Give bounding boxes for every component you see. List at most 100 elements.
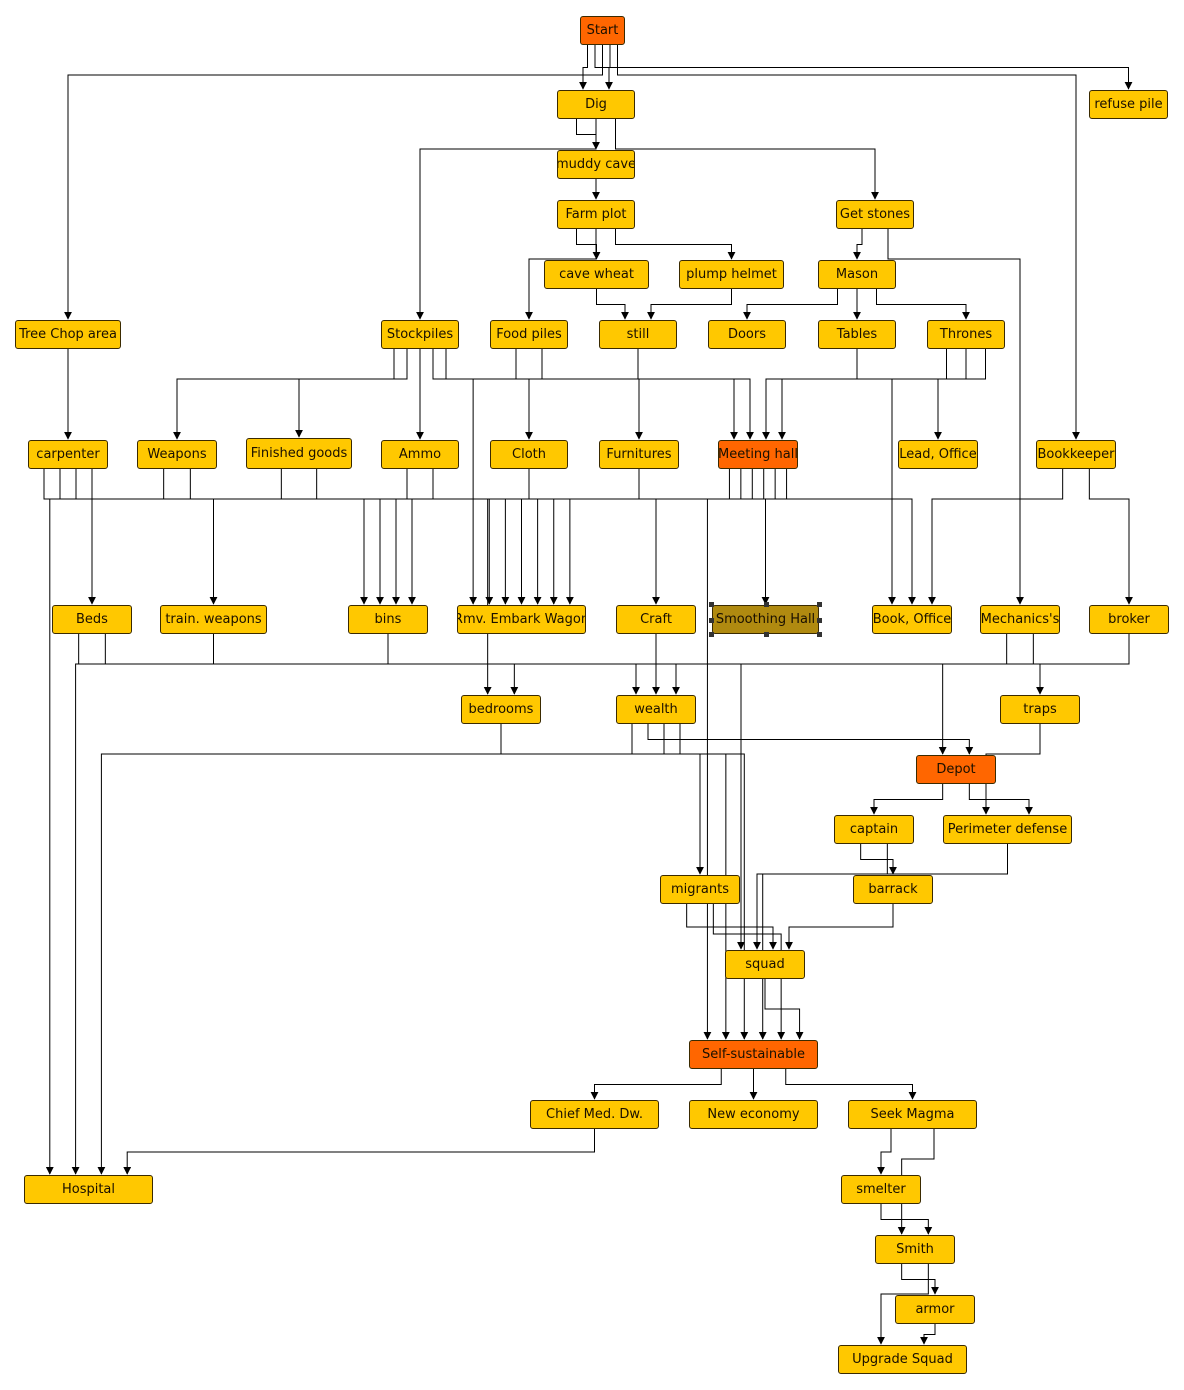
edge-migrants-to-selfsus[interactable] xyxy=(712,904,786,1040)
node-mason[interactable]: Mason xyxy=(818,260,896,289)
node-selfsus[interactable]: Self-sustainable xyxy=(689,1040,818,1069)
node-treechop[interactable]: Tree Chop area xyxy=(15,320,121,349)
edge-wealth-to-depot[interactable] xyxy=(647,724,974,755)
node-getstones[interactable]: Get stones xyxy=(836,200,914,229)
node-bins[interactable]: bins xyxy=(348,605,428,634)
edge-beds-to-hospital[interactable] xyxy=(71,634,106,1175)
edge-weapons-to-rmv[interactable] xyxy=(189,469,494,605)
edge-smith-to-upgradesquad[interactable] xyxy=(877,1264,929,1345)
selection-handle[interactable] xyxy=(817,617,822,623)
edge-meeting-to-craft[interactable] xyxy=(652,469,742,605)
node-depot[interactable]: Depot xyxy=(916,755,996,784)
node-seekmagma[interactable]: Seek Magma xyxy=(848,1100,977,1129)
edge-cavewheat-to-still[interactable] xyxy=(596,289,629,320)
edge-start-to-bookkeeper[interactable] xyxy=(617,45,1080,440)
node-ammo[interactable]: Ammo xyxy=(381,440,459,469)
node-bookkeeper[interactable]: Bookkeeper xyxy=(1036,440,1116,469)
edge-depot-to-captain[interactable] xyxy=(870,784,944,815)
edge-seekmagma-to-smelter[interactable] xyxy=(877,1129,892,1175)
node-thrones[interactable]: Thrones xyxy=(927,320,1005,349)
edge-traps-to-perimeter[interactable] xyxy=(982,724,1041,815)
node-squad[interactable]: squad xyxy=(725,950,805,979)
node-barrack[interactable]: barrack xyxy=(853,875,933,904)
edge-wealth-to-hospital[interactable] xyxy=(97,724,633,1175)
node-captain[interactable]: captain xyxy=(834,815,914,844)
selection-handle[interactable] xyxy=(817,602,822,607)
edge-meeting-to-rmv[interactable] xyxy=(565,469,776,605)
edge-stockpiles-to-cloth[interactable] xyxy=(432,349,533,440)
edge-barrack-to-squad[interactable] xyxy=(785,904,894,950)
edge-thrones-to-bookoffice[interactable] xyxy=(888,349,986,605)
edge-farm-to-plump[interactable] xyxy=(615,229,736,260)
edge-captain-to-barrack[interactable] xyxy=(860,844,897,875)
node-cloth[interactable]: Cloth xyxy=(490,440,568,469)
node-trainweapons[interactable]: train. weapons xyxy=(160,605,267,634)
edge-getstones-to-mechanics[interactable] xyxy=(887,229,1024,605)
edge-stockpiles-to-weapons[interactable] xyxy=(173,349,395,440)
node-start[interactable]: Start xyxy=(580,16,625,45)
edge-carpenter-to-bins[interactable] xyxy=(75,469,368,605)
node-leadoffice[interactable]: Lead, Office xyxy=(898,440,978,469)
selection-handle[interactable] xyxy=(709,632,714,637)
selection-handle[interactable] xyxy=(709,602,714,607)
node-traps[interactable]: traps xyxy=(1000,695,1080,724)
node-muddy[interactable]: muddy cave xyxy=(557,150,635,179)
edge-cloth-to-rmv[interactable] xyxy=(528,469,542,605)
node-mechanics[interactable]: Mechanics's xyxy=(980,605,1060,634)
edge-ammo-to-bins[interactable] xyxy=(406,469,416,605)
edge-depot-to-perimeter[interactable] xyxy=(968,784,1033,815)
node-armor[interactable]: armor xyxy=(895,1295,975,1324)
edge-selfsus-to-chiefmed[interactable] xyxy=(590,1069,722,1100)
node-still[interactable]: still xyxy=(599,320,677,349)
selection-handle[interactable] xyxy=(817,632,822,637)
edge-armor-to-upgradesquad[interactable] xyxy=(920,1324,936,1345)
edge-broker-to-depot[interactable] xyxy=(938,634,1130,755)
node-finished[interactable]: Finished goods xyxy=(246,438,352,469)
edge-furnitures-to-rmv[interactable] xyxy=(549,469,640,605)
edge-foodpiles-to-rmv[interactable] xyxy=(469,349,543,605)
node-neweconomy[interactable]: New economy xyxy=(689,1100,818,1129)
edge-start-to-refuse[interactable] xyxy=(609,45,1133,90)
edge-meeting-to-selfsus[interactable] xyxy=(703,469,788,1040)
edge-carpenter-to-hospital[interactable] xyxy=(45,469,93,1175)
edge-ammo-to-rmv[interactable] xyxy=(432,469,526,605)
edge-wealth-to-selfsus[interactable] xyxy=(679,724,749,1040)
selection-handle[interactable] xyxy=(763,602,769,607)
node-plump[interactable]: plump helmet xyxy=(679,260,784,289)
node-broker[interactable]: broker xyxy=(1089,605,1169,634)
node-smoothing[interactable]: Smoothing Hall xyxy=(712,605,819,634)
edge-still-to-meeting[interactable] xyxy=(637,349,754,440)
node-doors[interactable]: Doors xyxy=(708,320,786,349)
edge-bookkeeper-to-broker[interactable] xyxy=(1088,469,1133,605)
edge-squad-to-selfsus[interactable] xyxy=(764,979,804,1040)
node-tables[interactable]: Tables xyxy=(818,320,896,349)
node-cavewheat[interactable]: cave wheat xyxy=(544,260,649,289)
edge-migrants-to-squad[interactable] xyxy=(686,904,777,950)
edge-wealth-to-migrants[interactable] xyxy=(663,724,704,875)
edge-start-to-treechop[interactable] xyxy=(64,45,603,320)
selection-handle[interactable] xyxy=(709,617,714,623)
selection-handle[interactable] xyxy=(763,632,769,637)
edge-dig-to-getstones[interactable] xyxy=(615,119,879,200)
edge-farm-to-cavewheat[interactable] xyxy=(576,229,601,260)
edge-farm-to-foodpiles[interactable] xyxy=(525,229,597,320)
node-smelter[interactable]: smelter xyxy=(841,1175,921,1204)
node-smith[interactable]: Smith xyxy=(875,1235,955,1264)
edge-thrones-to-meeting[interactable] xyxy=(778,349,947,440)
node-perimeter[interactable]: Perimeter defense xyxy=(943,815,1072,844)
edge-selfsus-to-seekmagma[interactable] xyxy=(785,1069,917,1100)
node-farm[interactable]: Farm plot xyxy=(557,200,635,229)
node-stockpiles[interactable]: Stockpiles xyxy=(381,320,459,349)
node-furnitures[interactable]: Furnitures xyxy=(599,440,679,469)
edge-getstones-to-mason[interactable] xyxy=(853,229,863,260)
node-bookoffice[interactable]: Book, Office xyxy=(872,605,952,634)
edge-mason-to-doors[interactable] xyxy=(743,289,838,320)
edge-dig-to-stockpiles[interactable] xyxy=(416,119,597,320)
node-beds[interactable]: Beds xyxy=(52,605,132,634)
node-craft[interactable]: Craft xyxy=(616,605,696,634)
edge-dig-to-muddy[interactable] xyxy=(576,119,600,150)
node-carpenter[interactable]: carpenter xyxy=(28,440,108,469)
edge-chiefmed-to-hospital[interactable] xyxy=(123,1129,595,1175)
edge-mason-to-thrones[interactable] xyxy=(876,289,970,320)
edge-carpenter-to-beds[interactable] xyxy=(43,469,96,605)
